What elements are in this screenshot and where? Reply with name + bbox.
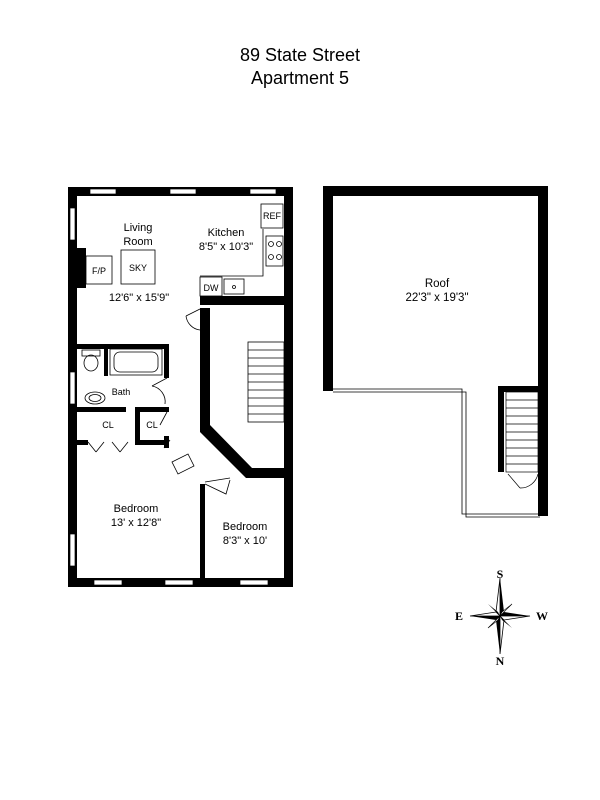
stove — [265, 235, 284, 267]
kitchen-dims: 8'5" x 10'3" — [199, 241, 253, 253]
bedroom-main-dims: 13' x 12'8" — [111, 517, 161, 529]
bedroom-small-label: Bedroom — [223, 521, 268, 533]
bath-sink — [84, 391, 106, 405]
bedroom-main-label: Bedroom — [114, 503, 159, 515]
compass-east-label: E — [455, 609, 463, 623]
plan-header: 89 State Street Apartment 5 — [0, 44, 600, 90]
kitchen-label: Kitchen — [208, 227, 245, 239]
kitchen-sink — [223, 278, 245, 295]
living-room-dims: 12'6" x 15'9" — [109, 292, 169, 304]
dishwasher-label: DW — [204, 283, 219, 293]
skylight-label: SKY — [129, 263, 147, 273]
windows — [69, 188, 277, 586]
living-room-label-2: Room — [123, 236, 152, 248]
roof-walls — [323, 186, 548, 518]
bedroom-small-dims: 8'3" x 10' — [223, 535, 267, 547]
dishwasher-box — [199, 276, 223, 297]
compass-west-label: W — [536, 609, 548, 623]
living-room-label-1: Living — [124, 222, 153, 234]
address-title: 89 State Street — [239, 45, 361, 65]
roof-stairs — [505, 391, 539, 489]
compass-south-label: S — [497, 567, 504, 581]
fixtures — [81, 203, 285, 495]
fireplace-label: F/P — [92, 266, 106, 276]
compass-north-label: N — [496, 654, 505, 668]
bath-label: Bath — [112, 387, 131, 397]
unit-title: Apartment 5 — [250, 68, 350, 88]
bathtub — [109, 348, 163, 376]
toilet-tank — [81, 349, 101, 357]
refrigerator-label: REF — [263, 211, 282, 221]
roof-label: Roof — [425, 278, 450, 290]
closet-1-label: CL — [102, 420, 114, 430]
toilet-bowl — [83, 354, 99, 372]
closet-2-label: CL — [146, 420, 158, 430]
apartment-stair-treads — [248, 349, 284, 415]
fireplace-box — [85, 255, 113, 285]
refrigerator-box — [260, 203, 284, 229]
compass-rose-icon — [469, 577, 531, 655]
skylight-box — [120, 249, 156, 285]
roof-dims: 22'3" x 19'3" — [405, 292, 468, 304]
